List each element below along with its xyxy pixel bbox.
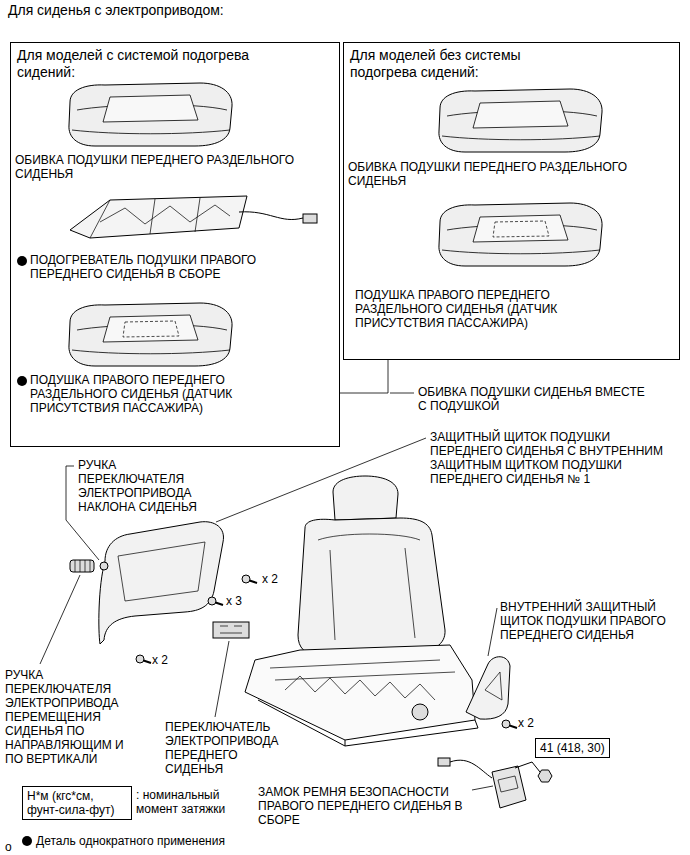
seat-shield: [99, 522, 224, 644]
switch-knob: [70, 560, 108, 572]
cushion-pad: [439, 203, 602, 266]
cushion-heater: [70, 196, 317, 238]
screw-icon: [136, 655, 151, 663]
power-seat-switch: [213, 622, 249, 638]
leader-line: [40, 393, 497, 790]
switch-knob: [70, 560, 94, 572]
seat-illustration: [245, 645, 475, 740]
seat-illustration: [412, 704, 428, 720]
inner-shield: [466, 657, 510, 719]
switch-knob: [100, 562, 108, 570]
screw-icon: [242, 575, 257, 583]
part-label: РУЧКА ПЕРЕКЛЮЧАТЕЛЯ ЭЛЕКТРОПРИВОДА НАКЛО…: [78, 458, 218, 514]
seat-belt-buckle: [438, 758, 450, 766]
occupant-sensor: [123, 321, 179, 337]
occupant-sensor: [493, 221, 549, 237]
seat-illustration: [270, 660, 455, 680]
cushion-cover: [69, 83, 232, 146]
seat-belt-buckle: [515, 762, 540, 772]
seat-shield: [99, 522, 224, 644]
single-use-bullet: [17, 376, 27, 386]
cushion-heater: [303, 214, 317, 223]
quantity-label: x 2: [152, 653, 168, 667]
box-heading: Для моделей без системы подогрева сидени…: [344, 43, 561, 85]
screw-icon: [208, 597, 223, 605]
cushion-heater: [70, 196, 247, 238]
quantity-label: x 3: [226, 594, 242, 608]
seat-illustration: [285, 676, 435, 700]
seat-illustration: [258, 700, 478, 746]
leader-line: [390, 393, 414, 394]
quantity-label: x 2: [262, 572, 278, 586]
part-label: РУЧКА ПЕРЕКЛЮЧАТЕЛЯ ЭЛЕКТРОПРИВОДА ПЕРЕМ…: [5, 668, 145, 766]
seat-belt-buckle: [498, 776, 518, 792]
leader-line: [40, 575, 80, 664]
inner-shield: [466, 657, 510, 719]
legend-text: : номинальный момент затяжки: [136, 788, 251, 816]
part-label: ПОДОГРЕВАТЕЛЬ ПОДУШКИ ПРАВОГО ПЕРЕДНЕГО …: [30, 253, 300, 281]
part-label: ОБИВКА ПОДУШКИ ПЕРЕДНЕГО РАЗДЕЛЬНОГО СИД…: [15, 153, 325, 181]
legend-sample-box: Н*м (кгс*см, фунт-сила-фут): [22, 786, 132, 820]
part-label: ПОДУШКА ПРАВОГО ПЕРЕДНЕГО РАЗДЕЛЬНОГО СИ…: [30, 373, 290, 415]
legend-text: Деталь однократного применения: [36, 834, 225, 848]
seat-shield: [118, 542, 205, 601]
occupant-sensor: [493, 221, 549, 237]
part-label: ПЕРЕКЛЮЧАТЕЛЬ ЭЛЕКТРОПРИВОДА ПЕРЕДНЕГО С…: [165, 720, 285, 776]
box-text: Н*м (кгс*см, фунт-сила-фут): [23, 787, 131, 819]
leader-line: [488, 608, 497, 656]
quantity-label: x 2: [518, 716, 534, 730]
cushion-heater: [239, 212, 303, 220]
single-use-bullet: [22, 836, 32, 846]
bracket-connector: [340, 360, 388, 393]
leader-line: [472, 786, 493, 790]
single-use-bullet: [17, 256, 27, 266]
screw-icon: [502, 720, 517, 728]
power-seat-switch: [220, 626, 242, 633]
switch-knob: [75, 560, 90, 572]
torque-box: 41 (418, 30): [535, 738, 610, 758]
seat-belt-buckle: [450, 760, 492, 778]
diagram-title: Для сиденья с электроприводом:: [8, 2, 224, 19]
box-heading: Для моделей с системой подогрева сидений…: [11, 43, 288, 85]
leader-line: [215, 641, 229, 717]
leader-line: [216, 438, 426, 522]
cushion-cover: [439, 89, 602, 152]
seat-illustration: [298, 518, 445, 655]
power-seat-switch: [213, 622, 249, 638]
part-label: ОБИВКА ПОДУШКИ СИДЕНЬЯ ВМЕСТЕ С ПОДУШКОЙ: [418, 385, 648, 413]
cushion-pad: [69, 303, 232, 366]
part-label: ПОДУШКА ПРАВОГО ПЕРЕДНЕГО РАЗДЕЛЬНОГО СИ…: [355, 288, 595, 330]
part-label: ОБИВКА ПОДУШКИ ПЕРЕДНЕГО РАЗДЕЛЬНОГО СИД…: [348, 160, 658, 188]
occupant-sensor: [123, 321, 179, 337]
figure-mark: o: [5, 840, 12, 854]
inner-shield: [485, 672, 502, 700]
seat-belt-buckle: [492, 766, 526, 808]
seat-illustration: [318, 534, 420, 640]
part-label: ВНУТРЕННИЙ ЗАЩИТНЫЙ ЩИТОК ПОДУШКИ ПРАВОГ…: [500, 600, 685, 642]
cushion-heater: [100, 205, 230, 224]
part-label: ЗАЩИТНЫЙ ЩИТОК ПОДУШКИ ПЕРЕДНЕГО СИДЕНЬЯ…: [430, 430, 680, 486]
box-text: 41 (418, 30): [536, 739, 609, 757]
seat-illustration: [333, 476, 398, 520]
part-label: ЗАМОК РЕМНЯ БЕЗОПАСНОСТИ ПРАВОГО ПЕРЕДНЕ…: [258, 785, 473, 827]
seat-illustration: [245, 476, 478, 746]
seat-belt-buckle: [538, 770, 552, 782]
